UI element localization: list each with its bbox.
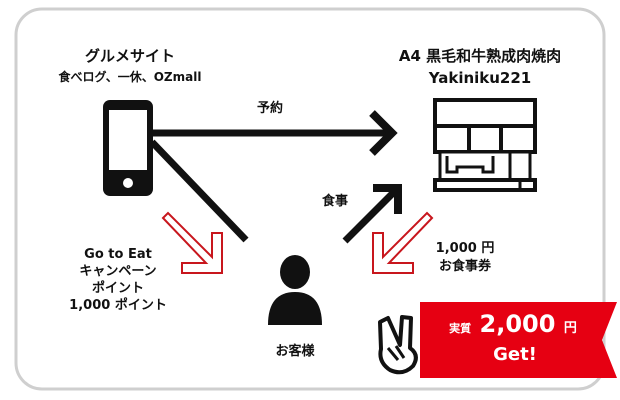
reservation-label: 予約 bbox=[256, 101, 283, 116]
meal-label: 食事 bbox=[321, 194, 348, 209]
reward-banner bbox=[420, 302, 617, 378]
banner-prefix: 実質 bbox=[449, 322, 472, 335]
banner-unit: 円 bbox=[563, 321, 577, 336]
gourmet-site-subtitle: 食べログ、一休、OZmall bbox=[58, 70, 202, 84]
peace-hand-icon bbox=[378, 315, 418, 375]
customer-icon bbox=[268, 255, 322, 325]
banner-get: Get! bbox=[493, 344, 537, 365]
banner-amount-line: 実質 2,000 円 bbox=[428, 312, 598, 336]
restaurant-name: Yakiniku221 bbox=[428, 69, 532, 87]
points-arrow-icon bbox=[161, 211, 223, 274]
banner-amount: 2,000 bbox=[479, 310, 556, 338]
voucher-arrow-icon bbox=[372, 211, 434, 274]
meal-arrow bbox=[342, 184, 402, 244]
gourmet-site-title: グルメサイト bbox=[84, 47, 175, 65]
reservation-arrow bbox=[153, 110, 398, 156]
smartphone-icon bbox=[103, 100, 153, 196]
customer-label: お客様 bbox=[275, 344, 315, 359]
restaurant-title: A4 黒毛和牛熟成肉焼肉 bbox=[398, 47, 562, 65]
restaurant-icon bbox=[433, 98, 537, 192]
phone-to-customer-line bbox=[149, 139, 249, 243]
